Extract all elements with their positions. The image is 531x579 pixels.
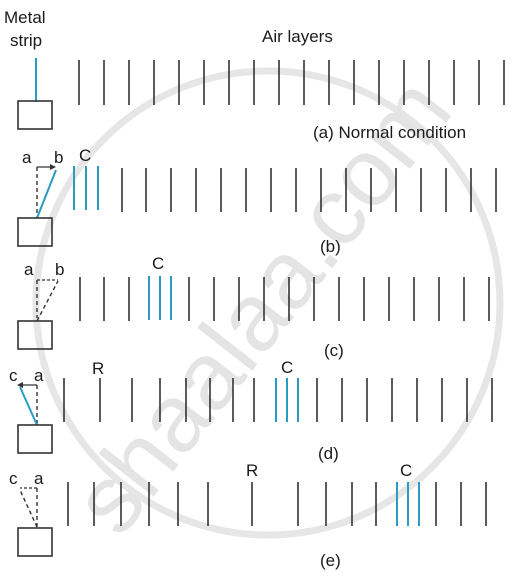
point-a-label: a <box>34 366 44 385</box>
air-layers-label: Air layers <box>262 27 333 46</box>
row-d: c a R C <box>9 358 493 463</box>
point-c-label: c <box>9 366 18 385</box>
rarefaction-label: R <box>246 461 258 480</box>
arrowhead <box>50 164 56 170</box>
return-path <box>36 280 59 322</box>
point-a-label: a <box>34 469 44 488</box>
arrowhead <box>17 382 23 388</box>
row-e-caption: (e) <box>320 551 341 570</box>
point-a-label: a <box>24 260 34 279</box>
air-layers <box>121 168 497 212</box>
compression-label: C <box>400 461 412 480</box>
row-d-caption: (d) <box>318 444 339 463</box>
row-a-caption: (a) Normal condition <box>313 123 466 142</box>
air-layers <box>63 378 493 422</box>
air-layers <box>78 60 505 105</box>
strip-base <box>17 217 53 247</box>
metal-strip-label-line2: strip <box>10 31 42 50</box>
metal-strip <box>36 169 57 219</box>
air-layers <box>79 277 490 321</box>
compression-label: C <box>152 254 164 273</box>
row-c: a b C (c) <box>17 254 490 360</box>
point-c-label: c <box>9 469 18 488</box>
row-b-caption: (b) <box>320 237 341 256</box>
watermark-circle <box>32 67 504 539</box>
point-b-label: b <box>54 148 63 167</box>
point-a-label: a <box>22 148 32 167</box>
row-e: c a R C (e) <box>9 461 487 570</box>
row-b: a b C (b) <box>17 146 497 256</box>
strip-base <box>17 100 53 130</box>
metal-strip-label-line1: Metal <box>4 8 46 27</box>
point-b-label: b <box>55 260 64 279</box>
rarefaction-label: R <box>92 359 104 378</box>
compression-label: C <box>281 358 293 377</box>
compression <box>73 166 99 210</box>
compression-label: C <box>79 146 91 165</box>
strip-base <box>17 527 53 557</box>
row-c-caption: (c) <box>324 341 344 360</box>
compression <box>396 482 420 526</box>
strip-base <box>17 320 53 350</box>
air-layers <box>67 482 487 526</box>
return-path <box>19 489 38 528</box>
compression <box>148 276 172 320</box>
metal-strip <box>19 386 38 426</box>
compression <box>275 378 299 422</box>
strip-base <box>17 424 53 454</box>
row-a: (a) Normal condition <box>17 58 505 142</box>
